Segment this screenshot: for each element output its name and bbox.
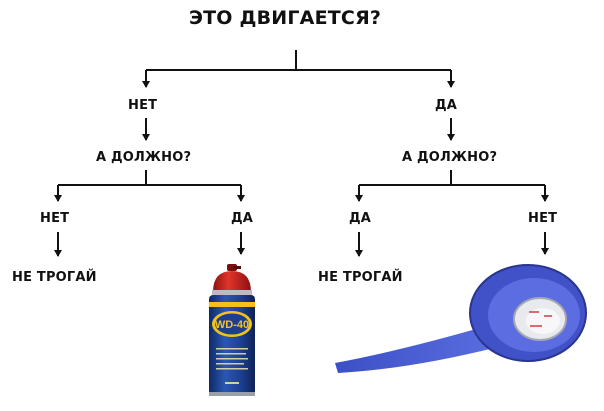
node-dolzhno-right: А ДОЛЖНО? [402, 150, 498, 165]
wd40-spray-can-icon: WD-40 [209, 264, 255, 396]
node-dolzhno-left: А ДОЛЖНО? [96, 150, 192, 165]
page-title: ЭТО ДВИГАЕТСЯ? [189, 7, 382, 29]
node-da-right-left: ДА [349, 211, 372, 226]
node-net-left-left: НЕТ [40, 211, 70, 226]
node-da-right: ДА [435, 98, 458, 113]
node-da-left-right: ДА [231, 211, 254, 226]
node-net-right-right: НЕТ [528, 211, 558, 226]
node-ne-trogai-left: НЕ ТРОГАЙ [12, 270, 97, 285]
can-brand: WD-40 [215, 319, 249, 331]
node-net-left: НЕТ [128, 98, 158, 113]
blue-tape-roll-icon [335, 264, 587, 373]
node-ne-trogai-right: НЕ ТРОГАЙ [318, 270, 403, 285]
